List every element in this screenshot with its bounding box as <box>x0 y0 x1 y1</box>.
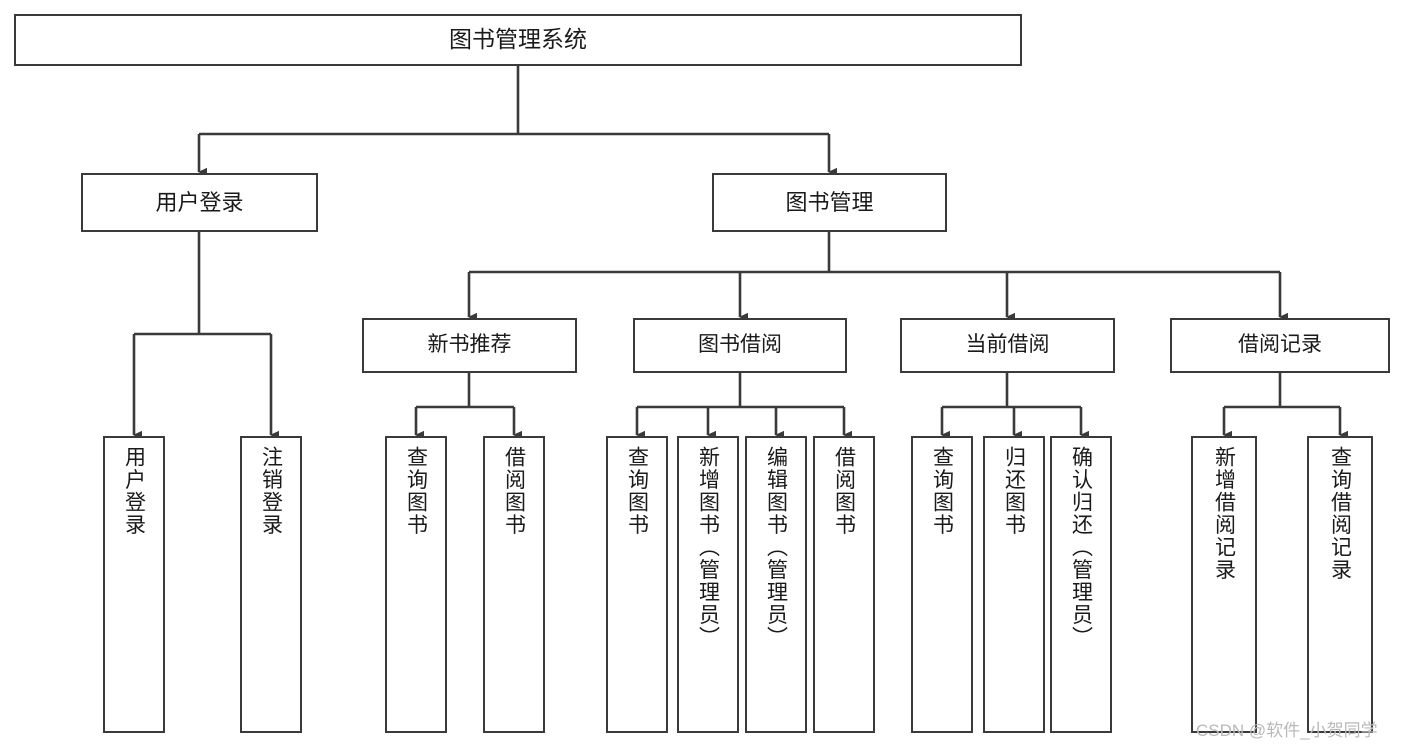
node-leaf-bb-query-label: 查询图书 <box>625 446 649 536</box>
node-leaf-cb-query-label: 查询图书 <box>930 446 954 536</box>
node-leaf-nbr-borrow[interactable]: 借阅图书 <box>483 436 545 733</box>
node-new-book-rec-label: 新书推荐 <box>427 333 512 357</box>
node-leaf-bb-borrow[interactable]: 借阅图书 <box>813 436 875 733</box>
node-leaf-nbr-borrow-label: 借阅图书 <box>502 446 526 536</box>
node-user-login[interactable]: 用户登录 <box>81 173 318 232</box>
node-book-manage-label: 图书管理 <box>785 189 874 215</box>
node-leaf-cb-return-label: 归还图书 <box>1002 446 1026 536</box>
node-leaf-user-logout-label: 注销登录 <box>259 446 283 536</box>
node-current-borrow[interactable]: 当前借阅 <box>900 318 1115 373</box>
node-leaf-cb-query[interactable]: 查询图书 <box>911 436 973 733</box>
node-leaf-bb-edit[interactable]: 编辑图书（管理员） <box>745 436 807 733</box>
node-leaf-nbr-query-label: 查询图书 <box>404 446 428 536</box>
node-leaf-bb-edit-label: 编辑图书（管理员） <box>764 446 788 649</box>
node-leaf-bb-borrow-label: 借阅图书 <box>832 446 856 536</box>
node-leaf-cb-return[interactable]: 归还图书 <box>983 436 1045 733</box>
node-leaf-br-query[interactable]: 查询借阅记录 <box>1307 436 1373 733</box>
node-leaf-user-login[interactable]: 用户登录 <box>103 436 165 733</box>
node-leaf-cb-confirm[interactable]: 确认归还（管理员） <box>1050 436 1112 733</box>
node-leaf-nbr-query[interactable]: 查询图书 <box>385 436 447 733</box>
node-book-borrow[interactable]: 图书借阅 <box>633 318 847 373</box>
node-leaf-user-login-label: 用户登录 <box>122 446 146 536</box>
node-borrow-record-label: 借阅记录 <box>1238 333 1322 357</box>
node-leaf-br-add[interactable]: 新增借阅记录 <box>1191 436 1257 733</box>
node-book-borrow-label: 图书借阅 <box>698 333 782 357</box>
node-leaf-bb-add-label: 新增图书（管理员） <box>696 446 720 649</box>
node-borrow-record[interactable]: 借阅记录 <box>1170 318 1390 373</box>
node-leaf-bb-query[interactable]: 查询图书 <box>606 436 668 733</box>
node-book-manage[interactable]: 图书管理 <box>712 173 947 232</box>
node-current-borrow-label: 当前借阅 <box>965 333 1050 357</box>
connector-lines <box>132 66 1348 440</box>
node-new-book-rec[interactable]: 新书推荐 <box>362 318 577 373</box>
node-leaf-br-add-label: 新增借阅记录 <box>1212 446 1236 581</box>
node-user-login-label: 用户登录 <box>155 189 244 215</box>
node-leaf-user-logout[interactable]: 注销登录 <box>240 436 302 733</box>
node-root-label: 图书管理系统 <box>449 26 587 53</box>
node-leaf-cb-confirm-label: 确认归还（管理员） <box>1069 446 1093 649</box>
node-leaf-bb-add[interactable]: 新增图书（管理员） <box>677 436 739 733</box>
node-leaf-br-query-label: 查询借阅记录 <box>1328 446 1352 581</box>
node-root[interactable]: 图书管理系统 <box>14 14 1022 66</box>
